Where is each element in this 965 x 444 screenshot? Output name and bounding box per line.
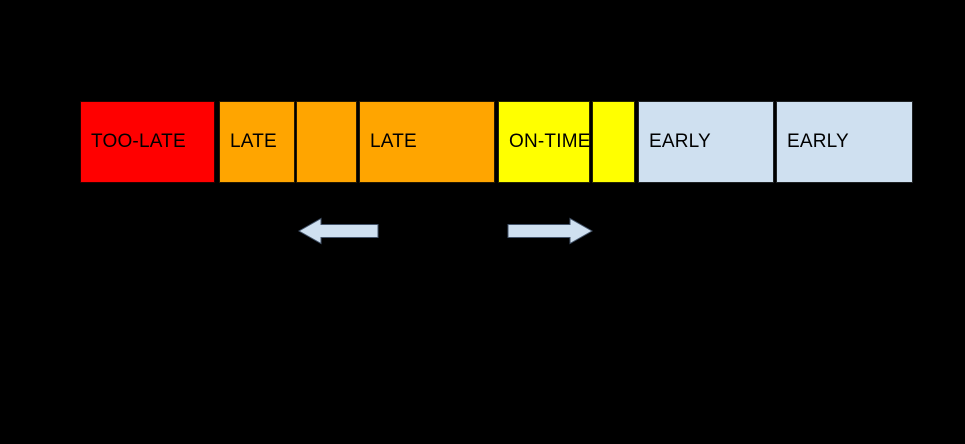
timeline-segment-blank-2 bbox=[296, 101, 357, 183]
segment-label: LATE bbox=[370, 131, 417, 152]
segment-label: ON-TIME bbox=[509, 131, 591, 152]
timeline-segment-blank-5 bbox=[592, 101, 635, 183]
segment-label: EARLY bbox=[787, 131, 849, 152]
timeline-segment-too-late: TOO-LATE bbox=[80, 101, 215, 183]
timeline-segment-on-time: ON-TIME bbox=[498, 101, 590, 183]
segment-label: TOO-LATE bbox=[91, 131, 186, 152]
timeline-segment-early: EARLY bbox=[638, 101, 774, 183]
segment-label: LATE bbox=[230, 131, 277, 152]
segment-label: EARLY bbox=[649, 131, 711, 152]
timeline-segment-late: LATE bbox=[359, 101, 495, 183]
timeline-segment-late: LATE bbox=[219, 101, 295, 183]
timeline-segment-early: EARLY bbox=[776, 101, 913, 183]
